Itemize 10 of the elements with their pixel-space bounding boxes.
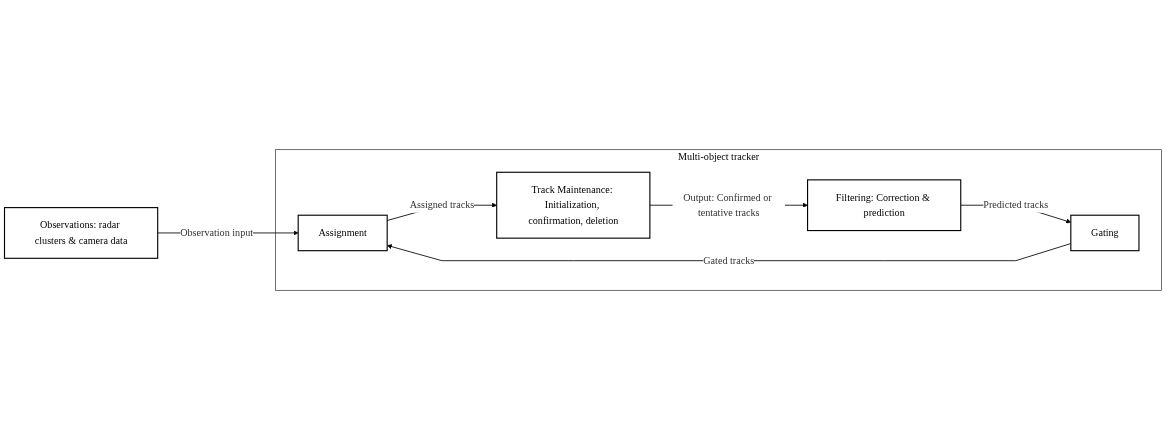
- node-box: Gating: [1070, 214, 1140, 251]
- node-box: Filtering: Correction & prediction: [807, 178, 962, 231]
- edge-label: Predicted tracks: [983, 198, 1049, 211]
- node-box: Track Maintenance: Initialization, confirmation, deletion: [496, 171, 651, 239]
- node-box: Assignment: [297, 214, 388, 251]
- edge-label: Gated tracks: [703, 254, 755, 266]
- edge-label: Assigned tracks: [409, 198, 475, 211]
- edge-label: Observation input: [180, 226, 254, 238]
- edge-label: Output: Confirmed or tentative tracks: [683, 191, 772, 218]
- node-box: Observations: radar clusters & camera data: [3, 206, 159, 259]
